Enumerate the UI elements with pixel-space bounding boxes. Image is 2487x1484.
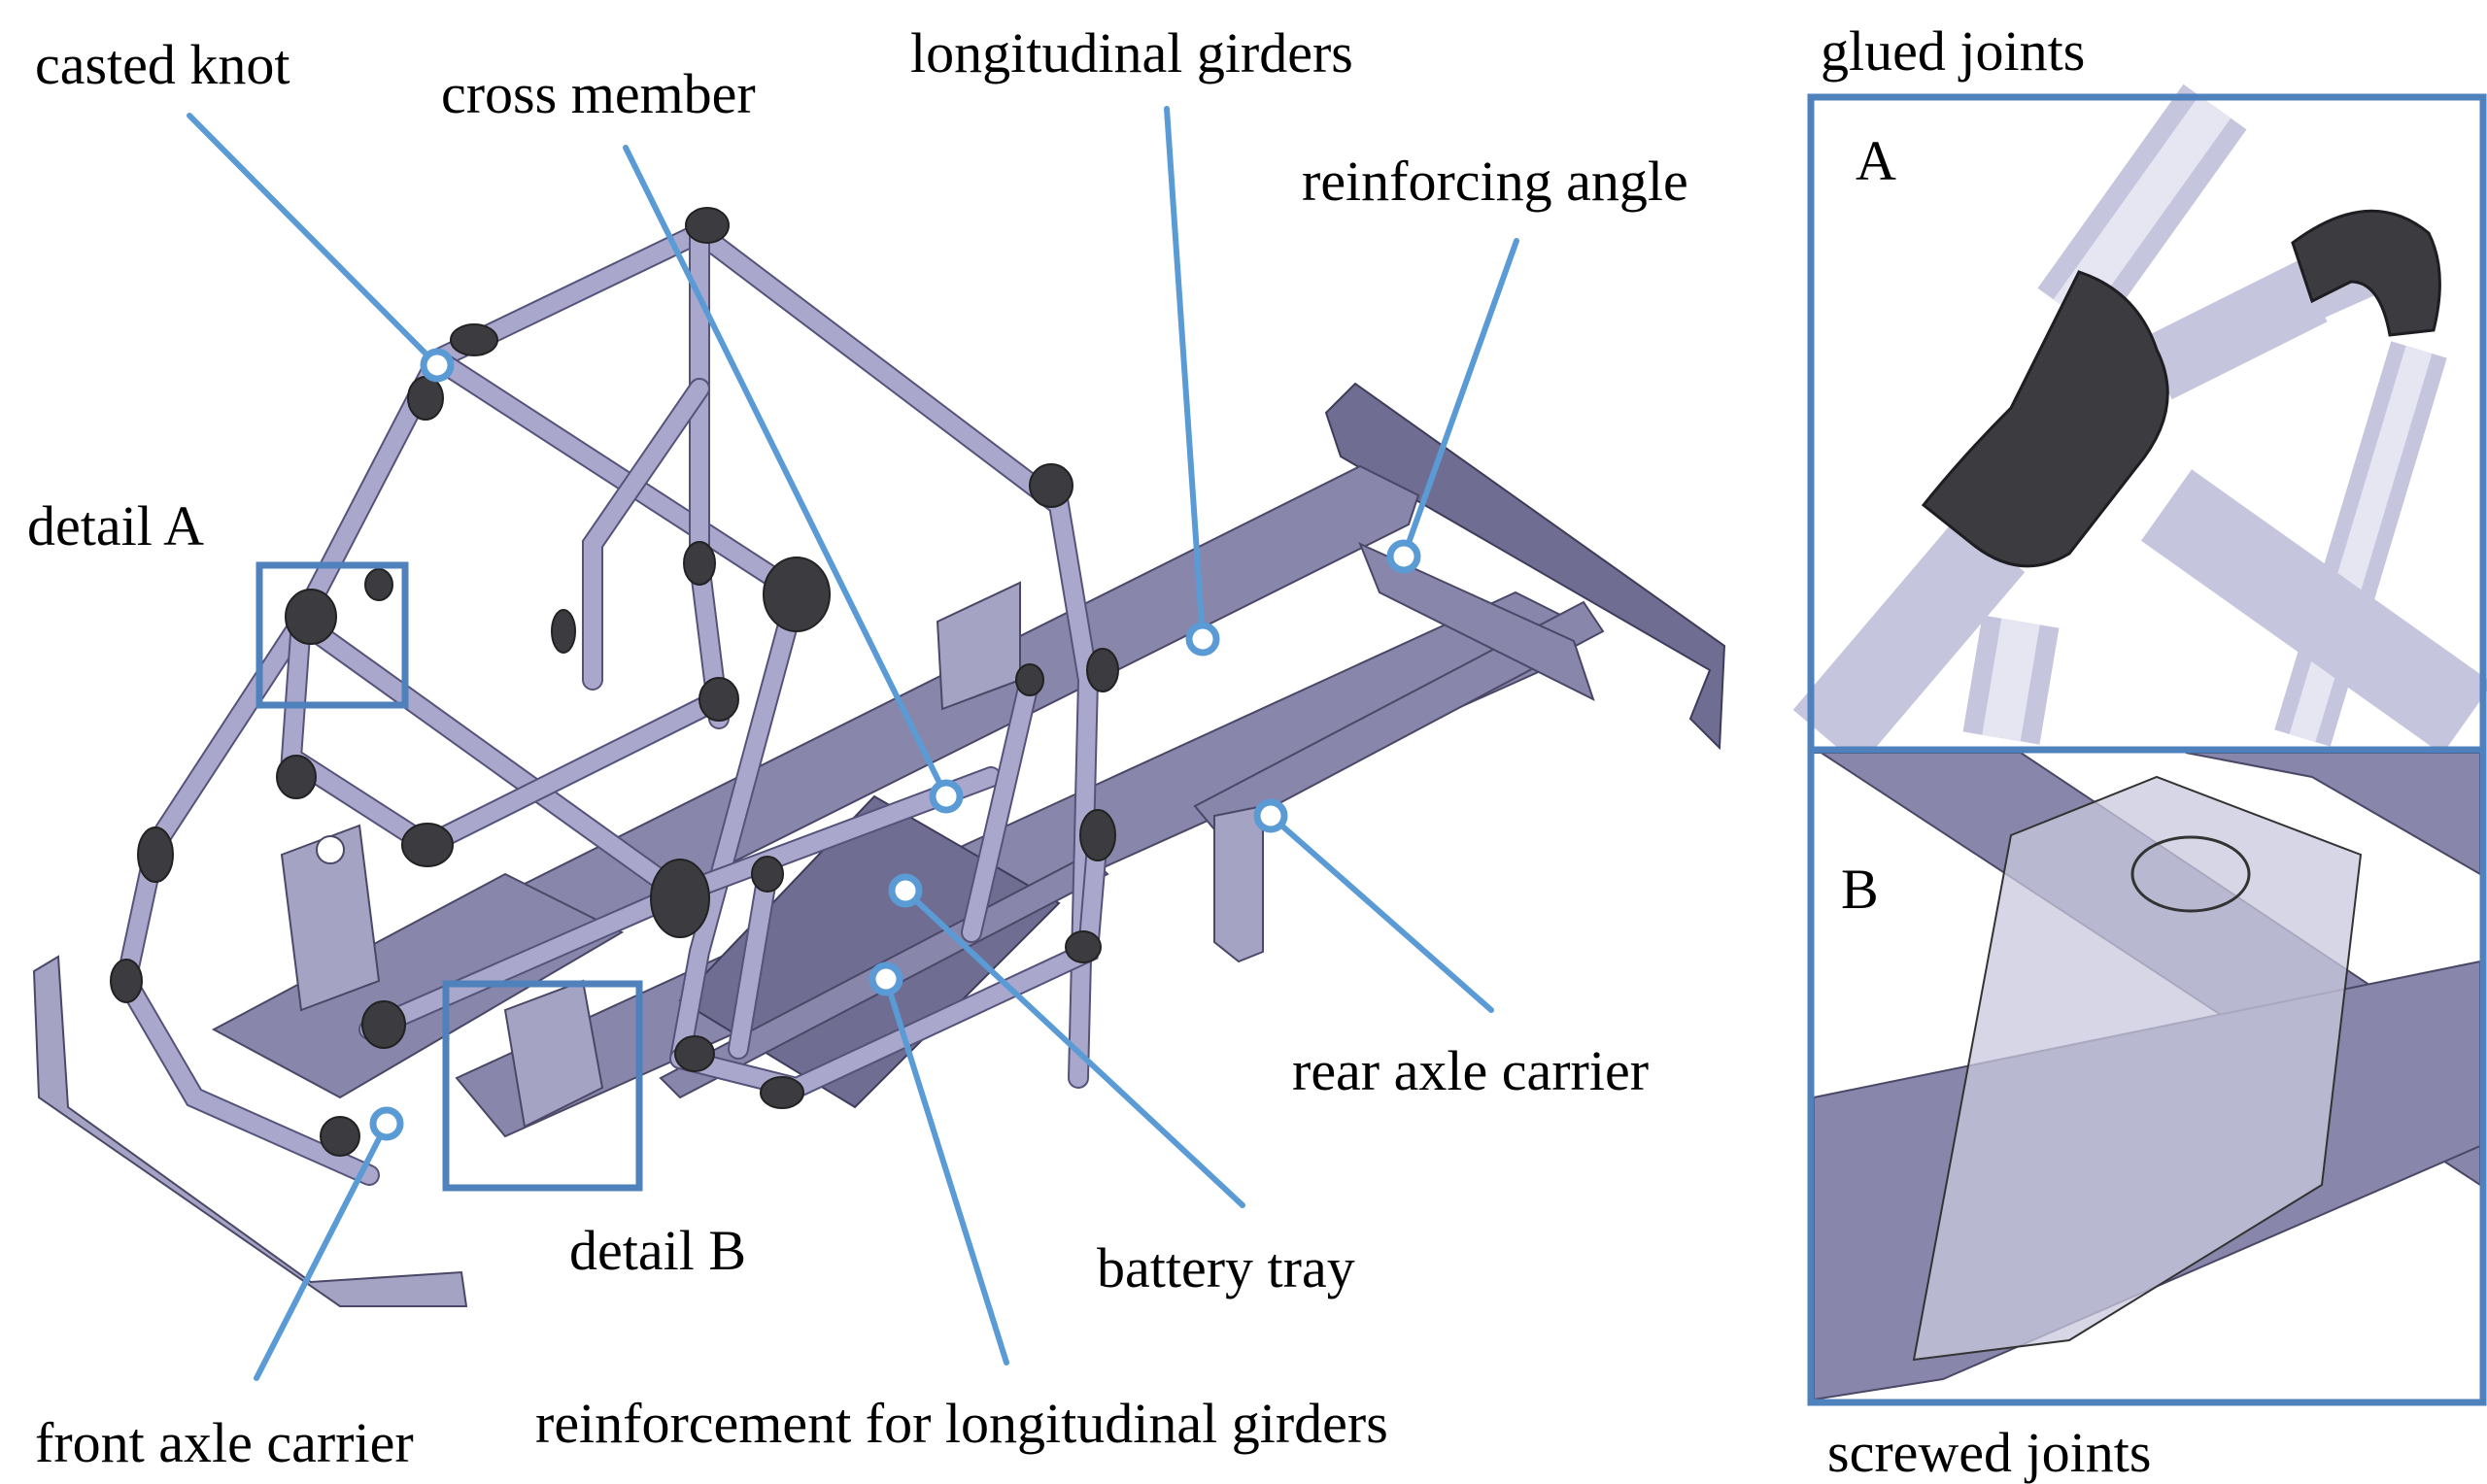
joint [763, 556, 831, 632]
marker-reinforcing-angle [1386, 539, 1421, 574]
leader-casted-knot [187, 113, 455, 383]
joint [683, 541, 716, 586]
joint [1079, 809, 1116, 861]
leader-girder-reinforcement [869, 961, 1009, 1366]
rear-axle-carrier-body [1193, 600, 1605, 837]
cast-joints [110, 207, 1119, 1157]
label-reinforcing-angle: reinforcing angle [1302, 150, 1688, 213]
panel-b-bracket-hole [2130, 835, 2251, 913]
panel-a-cast-knot [1921, 270, 2169, 568]
panel-b-frame [1807, 746, 2487, 1406]
label-battery-tray: battery tray [1097, 1236, 1355, 1299]
label-detail-b: detail B [569, 1219, 746, 1282]
marker-front-axle-carrier [369, 1106, 404, 1141]
marker-girder-reinforcement [869, 961, 903, 996]
label-longitudinal-girders: longitudinal girders [910, 21, 1353, 84]
joint [760, 1076, 804, 1109]
label-cross-member: cross member [441, 62, 756, 125]
marker-rear-axle-carrier [1253, 798, 1288, 833]
leader-cross-member [623, 145, 964, 814]
panel-a: A [1792, 84, 2487, 767]
joint [685, 207, 730, 244]
detail-a-box [256, 561, 409, 709]
label-casted-knot: casted knot [35, 33, 290, 96]
marker-longitudinal-girders [1185, 622, 1220, 657]
joint [361, 1000, 406, 1049]
joint [407, 376, 444, 421]
detail-b-bracket [503, 979, 604, 1129]
panel-b-bracket [1912, 775, 2363, 1362]
front-axle-tower [280, 824, 381, 1012]
front-tower-hole [316, 835, 345, 864]
joint [110, 959, 143, 1003]
label-front-axle-carrier: front axle carrier [35, 1411, 414, 1474]
joint [650, 859, 710, 938]
joint [364, 568, 393, 601]
joint [450, 323, 498, 356]
rear-axle-bracket [1213, 804, 1264, 963]
joint [551, 609, 576, 654]
caption-screwed-joints: screwed joints [1827, 1421, 2151, 1484]
label-detail-a: detail A [27, 494, 204, 557]
leader-reinforcing-angle [1386, 238, 1519, 574]
joint [276, 755, 317, 799]
leader-front-axle-carrier [254, 1106, 404, 1381]
detail-b-box [442, 980, 643, 1192]
joint [751, 856, 784, 893]
marker-cross-member [929, 779, 964, 814]
label-girder-reinforcement: reinforcement for longitudinal girders [535, 1392, 1388, 1455]
joint [1086, 648, 1119, 692]
panel-b: B [1813, 746, 2481, 1401]
label-rear-axle-carrier: rear axle carrier [1292, 1039, 1649, 1102]
frame-drawing [32, 207, 1726, 1307]
panel-a-elbow-joint [2291, 209, 2441, 337]
front-bumper [32, 955, 468, 1307]
panel-b-letter: B [1841, 858, 1879, 921]
joint [137, 826, 174, 883]
marker-battery-tray [888, 873, 923, 908]
leader-rear-axle-carrier [1253, 798, 1494, 1013]
marker-casted-knot [420, 348, 455, 383]
joint [401, 823, 454, 867]
joint [1015, 663, 1044, 696]
reinforcing-angle-body [1358, 542, 1595, 701]
joint [674, 1035, 715, 1072]
panel-a-letter: A [1856, 129, 1896, 192]
leader-longitudinal-girders [1164, 106, 1220, 657]
joint [1029, 463, 1073, 508]
joint [698, 677, 739, 722]
leader-battery-tray [888, 873, 1245, 1208]
joint [320, 1116, 360, 1157]
front-frame [211, 872, 625, 1099]
caption-glued-joints: glued joints [1821, 19, 2085, 83]
joint [1065, 930, 1102, 963]
joint [285, 589, 337, 645]
